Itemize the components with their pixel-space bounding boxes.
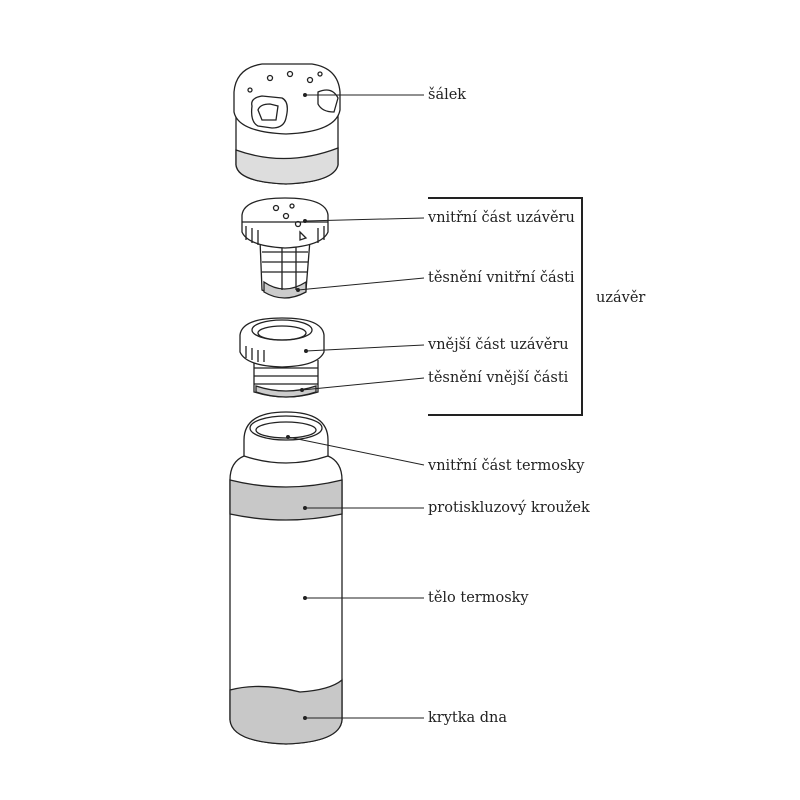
label-inner-flask: vnitřní část termosky (428, 458, 585, 474)
outer-cap-part (239, 317, 325, 398)
label-closure-group: uzávěr (596, 290, 646, 306)
label-body: tělo termosky (428, 590, 529, 606)
label-cup: šálek (428, 87, 467, 103)
label-inner-seal: těsnění vnitřní části (428, 270, 575, 286)
label-grip-ring: protiskluzový kroužek (428, 500, 590, 516)
label-inner-cap: vnitřní část uzávěru (428, 210, 575, 226)
label-bottom-cover: krytka dna (428, 710, 508, 726)
flask-part (229, 411, 343, 745)
cup-part (233, 63, 341, 185)
closure-bracket (428, 197, 583, 416)
leader-lines (286, 93, 425, 720)
label-outer-seal: těsnění vnější části (428, 370, 569, 386)
inner-cap-part (241, 197, 329, 299)
label-outer-cap: vnější část uzávěru (428, 337, 569, 353)
